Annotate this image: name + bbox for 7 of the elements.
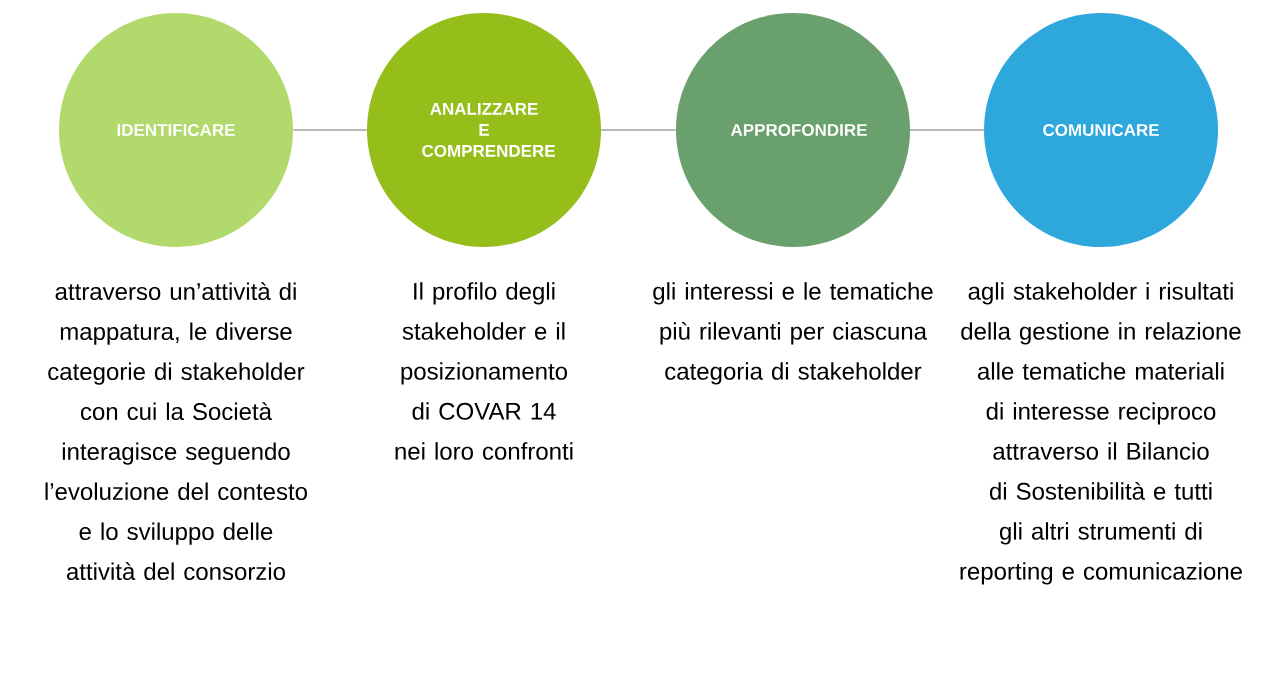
description-text: agli stakeholder i risultati della gestione in relazione alle tematiche materiali di interesse reciproco attraverso il Bilancio di Sostenibilità e tutti gli altri strumenti di reporting e comunicazione (960, 282, 1242, 585)
description-text: Il profilo degli stakeholder e il posizionamento di COVAR 14 nei loro confronti (395, 282, 573, 460)
description-text: gli interessi e le tematiche più rilevanti per ciascuna categoria di stakeholder (653, 282, 933, 385)
connector-line (909, 129, 985, 131)
description-text: attraverso un’attività di mappatura, le diverse categorie di stakeholder con cui la Società interagisce seguendo l’evoluzione del contesto e lo sviluppo delle attività del consorzio (45, 282, 307, 581)
connector-line (600, 129, 677, 131)
connector-line (292, 129, 368, 131)
